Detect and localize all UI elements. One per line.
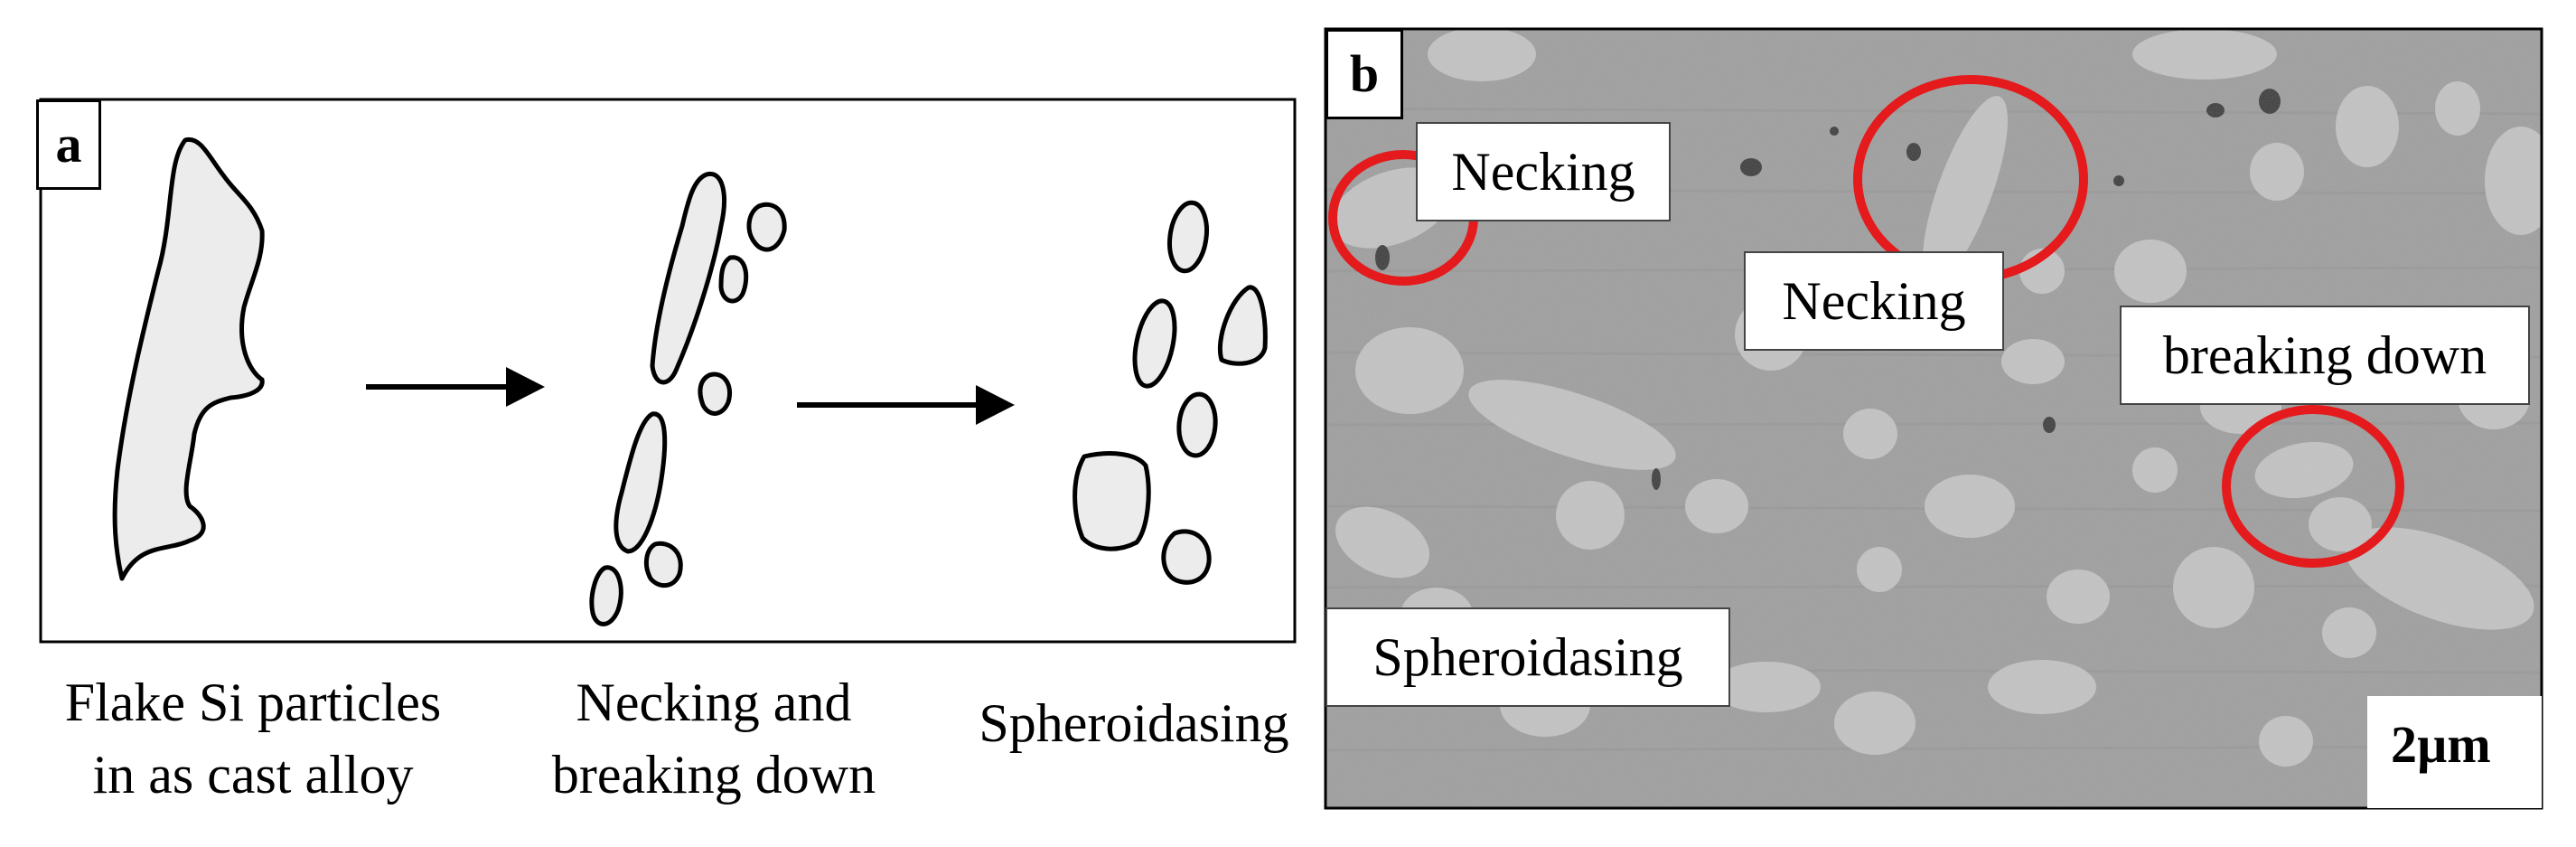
flake-si-particle bbox=[112, 136, 265, 581]
stage2-small-particle bbox=[698, 372, 732, 416]
stage2-particles bbox=[589, 171, 787, 626]
caption-flake-si: Flake Si particles in as cast alloy bbox=[27, 666, 479, 811]
stage2-small-particle bbox=[589, 565, 623, 626]
caption-necking-breaking-line-2: breaking down bbox=[551, 745, 876, 805]
caption-spheroidasing-line-1: Spheroidasing bbox=[979, 693, 1289, 753]
annotation-spheroidasing: Spheroidasing bbox=[1325, 607, 1730, 707]
caption-flake-si-line-2: in as cast alloy bbox=[92, 745, 414, 805]
stage3-particle bbox=[1161, 529, 1212, 585]
caption-spheroidasing: Spheroidasing bbox=[949, 687, 1319, 759]
arrow-1-head bbox=[506, 367, 545, 407]
stage2-lower-particle bbox=[614, 411, 668, 554]
highlight-circle-breaking-down bbox=[2222, 405, 2404, 568]
arrow-2-head bbox=[976, 385, 1015, 425]
annotation-necking-1: Necking bbox=[1416, 122, 1671, 221]
stage3-particle bbox=[1176, 391, 1218, 458]
stage3-particle bbox=[1132, 298, 1177, 389]
stage2-small-particle bbox=[718, 255, 749, 304]
annotation-breaking-down: breaking down bbox=[2120, 306, 2530, 405]
panel-b-label: b bbox=[1325, 29, 1403, 119]
panel-a-label: a bbox=[36, 99, 101, 190]
stage2-small-particle bbox=[643, 541, 683, 588]
panel-b-frame bbox=[1324, 27, 2543, 810]
caption-necking-breaking-line-1: Necking and bbox=[576, 673, 852, 732]
stage2-elongated-particle bbox=[650, 171, 726, 385]
stage2-small-particle bbox=[746, 202, 787, 252]
annotation-necking-2: Necking bbox=[1744, 251, 2004, 351]
stage3-particle bbox=[1073, 451, 1151, 551]
scale-bar-box bbox=[2367, 696, 2542, 808]
stage3-particle bbox=[1218, 285, 1268, 366]
caption-flake-si-line-1: Flake Si particles bbox=[64, 673, 442, 732]
stage3-particles bbox=[1073, 200, 1268, 585]
stage3-particle bbox=[1167, 200, 1209, 274]
caption-necking-breaking: Necking and breaking down bbox=[506, 666, 922, 811]
scale-bar-label: 2µm bbox=[2391, 715, 2491, 774]
